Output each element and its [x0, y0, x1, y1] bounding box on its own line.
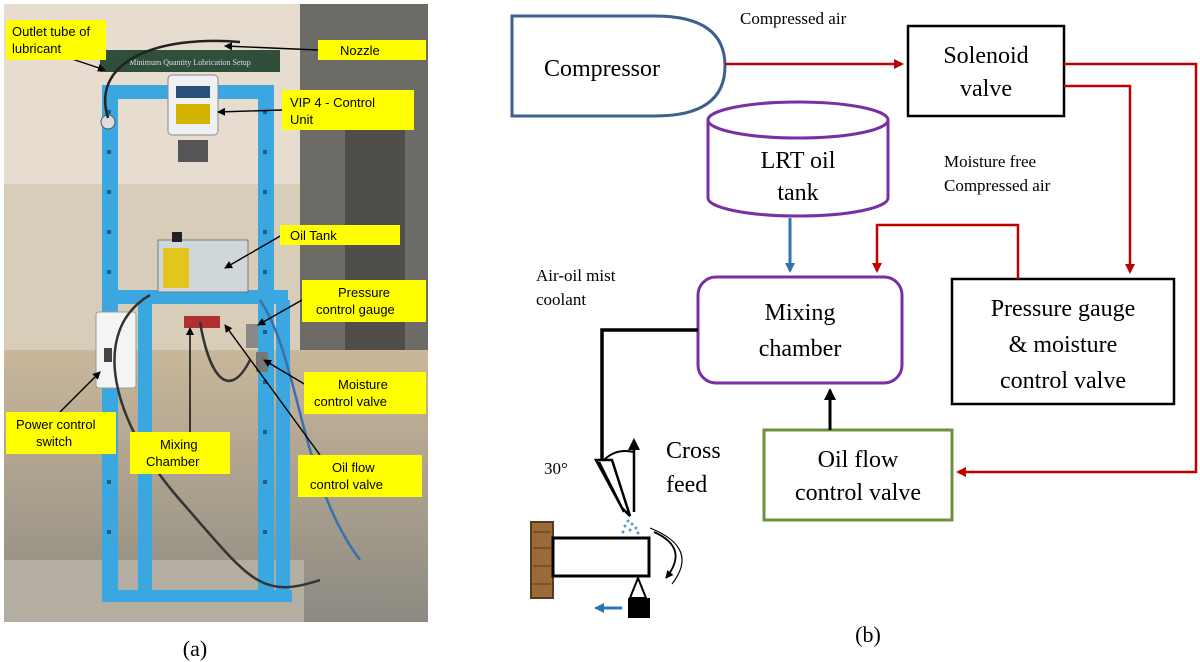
air-lines	[725, 59, 1198, 477]
callout-moisture-valve-line1: Moisture	[338, 377, 388, 392]
spray-icon	[621, 519, 640, 535]
callout-outlet-tube-line2: lubricant	[12, 41, 62, 56]
rotation-arrow	[653, 531, 677, 579]
callout-nozzle-line1: Nozzle	[340, 43, 380, 58]
label-compressed-air: Compressed air	[740, 9, 847, 28]
solenoid-valve-node	[906, 24, 1066, 118]
callout-oil-tank: Oil Tank	[280, 225, 400, 245]
label-air-oil-line2: coolant	[536, 290, 586, 309]
callout-outlet-tube: Outlet tube of lubricant	[6, 20, 106, 60]
callout-outlet-tube-line1: Outlet tube of	[12, 24, 90, 39]
callout-power-switch-line1: Power control	[16, 417, 96, 432]
nozzle-symbol	[593, 458, 632, 517]
mist-line	[600, 328, 698, 460]
pressure-gauge-node	[950, 277, 1176, 406]
caption-b: (b)	[855, 622, 881, 647]
compressor-node	[510, 14, 727, 118]
chuck	[530, 521, 554, 599]
compressor-label: Compressor	[544, 56, 660, 82]
callout-mixing-chamber-line1: Mixing	[160, 437, 198, 452]
callout-vip4-line2: Unit	[290, 112, 314, 127]
label-cross-feed-line2: feed	[666, 472, 707, 498]
callout-pressure-gauge-line2: control gauge	[316, 302, 395, 317]
angle-arc	[603, 450, 635, 461]
setup-sign	[100, 50, 280, 72]
mixing-chamber-node	[696, 275, 904, 385]
angle-label: 30°	[544, 459, 568, 478]
callout-moisture-valve: Moisture control valve	[304, 372, 426, 414]
callout-mixing-chamber-line2: Chamber	[146, 454, 200, 469]
oil-flow-label-line1: Oil flow	[818, 447, 899, 473]
blue-frame	[102, 85, 292, 602]
callout-nozzle: Nozzle	[318, 40, 426, 60]
callout-pressure-gauge-line1: Pressure	[338, 285, 390, 300]
label-cross-feed-line1: Cross	[666, 438, 721, 464]
callout-oil-flow-valve: Oil flow control valve	[298, 455, 422, 497]
solenoid-label-line2: valve	[960, 76, 1012, 102]
mixing-label-line1: Mixing	[765, 300, 836, 326]
solenoid-label-line1: Solenoid	[943, 43, 1028, 69]
callout-pressure-gauge: Pressure control gauge	[302, 280, 426, 322]
callout-oil-tank-line1: Oil Tank	[290, 228, 337, 243]
callout-mixing-chamber: Mixing Chamber	[130, 432, 230, 474]
oil-flow-label-line2: control valve	[795, 480, 921, 506]
callout-moisture-valve-line2: control valve	[314, 394, 387, 409]
workpiece	[551, 536, 651, 578]
label-air-oil-line1: Air-oil mist	[536, 266, 616, 285]
oil-tank-label-line2: tank	[777, 180, 818, 206]
callout-vip4-line1: VIP 4 - Control	[290, 95, 375, 110]
callout-oil-flow-valve-line1: Oil flow	[332, 460, 375, 475]
callout-power-switch-line2: switch	[36, 434, 72, 449]
oil-flow-valve-node	[762, 428, 954, 522]
label-moisture-free-line2: Compressed air	[944, 176, 1051, 195]
oil-tank-node	[706, 100, 890, 218]
label-moisture-free-line1: Moisture free	[944, 152, 1036, 171]
pressure-label-line1: Pressure gauge	[991, 296, 1136, 322]
pressure-label-line2: & moisture	[1009, 332, 1118, 358]
oil-tank-label-line1: LRT oil	[761, 148, 836, 174]
pressure-label-line3: control valve	[1000, 368, 1126, 394]
callout-oil-flow-valve-line2: control valve	[310, 477, 383, 492]
photo-panel: Minimum Quantity Lubrication Setup	[4, 4, 428, 622]
mixing-label-line2: chamber	[759, 336, 842, 362]
callout-power-switch: Power control switch	[6, 412, 116, 454]
setup-sign-text: Minimum Quantity Lubrication Setup	[129, 58, 251, 67]
flow-diagram: Compressor Solenoid valve LRT oil tank M…	[510, 9, 1198, 618]
cutting-tool	[628, 575, 648, 599]
caption-a: (a)	[183, 636, 207, 661]
callout-vip4: VIP 4 - Control Unit	[282, 90, 414, 130]
